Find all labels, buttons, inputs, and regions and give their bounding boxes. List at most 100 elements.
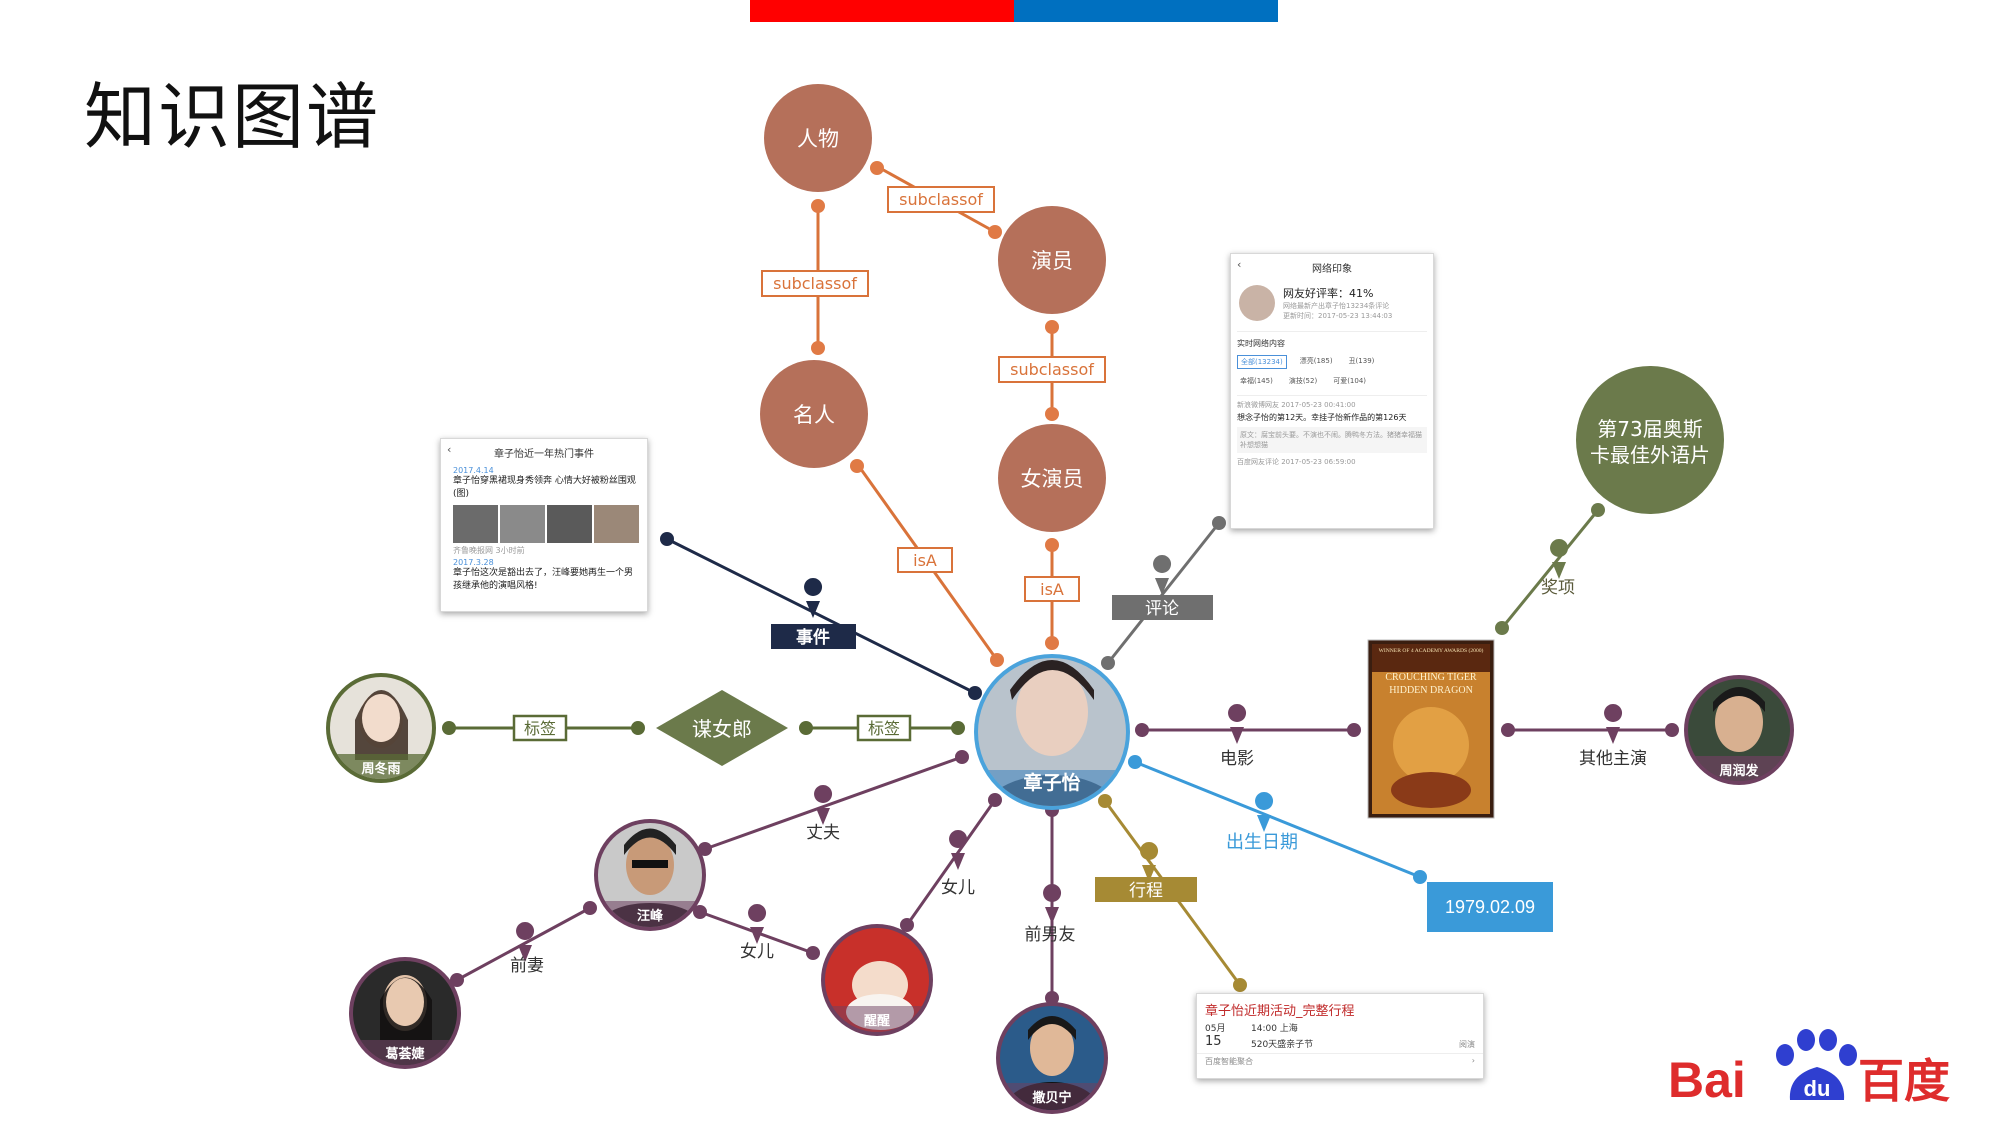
label-tag-left: 标签: [524, 719, 556, 738]
movie-edge: 电影: [1135, 704, 1361, 769]
review-card-header: ‹ 网络印象: [1231, 254, 1433, 279]
schedule-status: 阅演: [1459, 1040, 1475, 1049]
node-actress[interactable]: [998, 424, 1106, 532]
back-icon[interactable]: ‹: [1237, 258, 1242, 271]
node-award[interactable]: [1576, 366, 1724, 514]
node-person-label: 人物: [797, 127, 839, 151]
label-isa-1-text: isA: [913, 551, 937, 570]
node-xing-xing-label: 醒醒: [864, 1014, 890, 1029]
news-card[interactable]: ‹ 章子怡近一年热门事件 2017.4.14 章子怡穿黑裙现身秀领奔 心情大好被…: [440, 438, 648, 612]
post2-meta: 百度网友评论 2017-05-23 06:59:00: [1237, 458, 1356, 466]
node-celebrity[interactable]: [760, 360, 868, 468]
post1-quote: 原文：腐宝前头要。不演也不闹。腾鸭冬方法。猪猪幸福猫 补想想猫: [1237, 427, 1427, 453]
node-tag-diamond[interactable]: [656, 690, 788, 766]
baidu-logo-svg: Bai du 百度: [1668, 1029, 1950, 1108]
label-daughter-2: 女儿: [740, 942, 774, 962]
news-item1-text[interactable]: 章子怡穿黑裙现身秀领奔 心情大好被粉丝围观(图): [453, 476, 636, 499]
tab-ugly[interactable]: 丑(139): [1348, 357, 1375, 365]
tab-happy[interactable]: 幸福(145): [1240, 377, 1273, 385]
tab-acting[interactable]: 演技(52): [1288, 377, 1318, 385]
news-item1-date: 2017.4.14: [453, 466, 494, 475]
node-wang-feng-label: 汪峰: [637, 908, 664, 924]
node-actress-label: 女演员: [1021, 467, 1084, 491]
comment-edge: 评论: [1101, 516, 1226, 670]
section-title: 实时网络内容: [1237, 339, 1285, 348]
back-icon[interactable]: ‹: [447, 443, 452, 456]
news-item2-date: 2017.3.28: [453, 558, 494, 567]
news-item2-text[interactable]: 章子怡这次是豁出去了，汪峰要她再生一个男孩继承他的演唱风格!: [453, 568, 634, 591]
label-subclassof-3: subclassof: [998, 356, 1106, 383]
schedule-title[interactable]: 章子怡近期活动_完整行程: [1205, 1004, 1355, 1019]
schedule-time: 14:00 上海: [1251, 1024, 1298, 1034]
movie-poster[interactable]: WINNER OF 4 ACADEMY AWARDS (2000) CROUCH…: [1367, 639, 1495, 819]
schedule-day: 15: [1205, 1034, 1222, 1049]
news-item1-source: 齐鲁晚报网 3小时前: [453, 546, 525, 555]
top-red-bar: [750, 0, 1014, 22]
schedule-footer: 百度智能聚合: [1205, 1057, 1253, 1066]
top-blue-bar: [1014, 0, 1278, 22]
post1-meta: 新浪微博网友 2017-05-23 00:41:00: [1237, 401, 1356, 409]
logo-text-du: du: [1804, 1076, 1831, 1101]
node-chow-yun-fat[interactable]: 周润发: [1684, 675, 1794, 786]
node-xing-xing[interactable]: 醒醒: [821, 924, 933, 1036]
chevron-right-icon[interactable]: ›: [1471, 1056, 1475, 1065]
node-zhou-dongyu-label: 周冬雨: [361, 761, 400, 777]
label-subclassof-3-text: subclassof: [1010, 360, 1094, 379]
label-co-star: 其他主演: [1579, 749, 1647, 769]
node-actor-label: 演员: [1031, 249, 1073, 273]
poster-award-line: WINNER OF 4 ACADEMY AWARDS (2000): [1379, 647, 1484, 654]
node-cheng-beining[interactable]: 撒贝宁: [996, 1002, 1108, 1125]
birth-edge: 出生日期: [1128, 755, 1427, 884]
schedule-event: 520天盛亲子节: [1251, 1040, 1314, 1050]
avatar: [1239, 285, 1275, 321]
page-title: 知识图谱: [84, 75, 381, 159]
label-event: 事件: [796, 627, 830, 648]
poster-title-1: CROUCHING TIGER: [1385, 672, 1477, 683]
event-edge: 事件: [660, 532, 982, 700]
news-item1-photos: [453, 505, 639, 543]
node-ge-huijie-label: 葛荟婕: [384, 1046, 425, 1062]
tab-all[interactable]: 全部(13234): [1237, 355, 1287, 369]
node-center-label: 章子怡: [1023, 771, 1080, 794]
label-subclassof-2-text: subclassof: [773, 274, 857, 293]
relation-pins: [516, 785, 1062, 962]
label-isa-2-text: isA: [1040, 580, 1064, 599]
review-card[interactable]: ‹ 网络印象 网友好评率：41% 网络最新产出章子怡13234条评论 更新时间：…: [1230, 253, 1434, 529]
label-birth-date: 出生日期: [1226, 832, 1298, 853]
poster-title-2: HIDDEN DRAGON: [1389, 685, 1473, 696]
schedule-month: 05月: [1205, 1024, 1226, 1034]
node-cheng-beining-label: 撒贝宁: [1032, 1090, 1071, 1106]
relation-edges: [456, 755, 1054, 998]
logo-text-left: Bai: [1668, 1052, 1746, 1108]
news-card-header: ‹ 章子怡近一年热门事件: [441, 439, 647, 464]
label-subclassof-1: subclassof: [887, 186, 995, 213]
label-ex-boyfriend: 前男友: [1025, 925, 1076, 945]
node-celebrity-label: 名人: [793, 403, 835, 427]
tab-cute[interactable]: 可爱(104): [1333, 377, 1367, 385]
schedule-card[interactable]: 章子怡近期活动_完整行程 05月 15 14:00 上海 520天盛亲子节 阅演…: [1196, 993, 1484, 1079]
node-center[interactable]: 章子怡: [970, 650, 1140, 855]
logo-text-cn: 百度: [1858, 1054, 1950, 1108]
news-card-title: 章子怡近一年热门事件: [494, 449, 594, 460]
node-award-label-2: 卡最佳外语片: [1590, 443, 1710, 467]
tag-edge-left: 标签: [442, 714, 645, 742]
label-ex-wife: 前妻: [510, 956, 544, 976]
tab-pretty[interactable]: 漂亮(185): [1299, 357, 1333, 365]
label-tag-right: 标签: [868, 719, 900, 738]
label-subclassof-1-text: subclassof: [899, 190, 983, 209]
award-edge: 奖项: [1495, 503, 1605, 635]
birth-date-value[interactable]: 1979.02.09: [1427, 882, 1553, 932]
node-zhou-dongyu[interactable]: 周冬雨: [326, 673, 436, 784]
node-tag-label: 谋女郎: [692, 717, 752, 741]
node-wang-feng[interactable]: 汪峰: [594, 819, 706, 947]
tag-edge-right: 标签: [799, 714, 965, 742]
post1-text[interactable]: 想念子怡的第12天。幸挂子怡新作品的第126天: [1237, 413, 1407, 422]
itinerary-edge: 行程: [1095, 794, 1247, 992]
node-person[interactable]: [764, 84, 872, 192]
co-star-edge: 其他主演: [1501, 704, 1679, 769]
rating-sub-1: 网络最新产出章子怡13234条评论: [1283, 302, 1390, 310]
node-ge-huijie[interactable]: 葛荟婕: [349, 957, 461, 1070]
node-actor[interactable]: [998, 206, 1106, 314]
label-subclassof-2: subclassof: [761, 270, 869, 297]
